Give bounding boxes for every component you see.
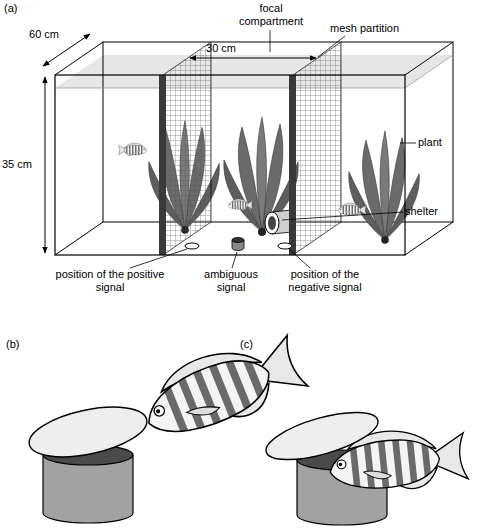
fish-drawing — [228, 199, 253, 210]
tank-edge — [405, 42, 453, 75]
lid-disc — [261, 403, 382, 470]
tank-edge — [405, 222, 453, 255]
signal-label: position of the positive signal — [55, 268, 165, 293]
plant-drawing — [349, 131, 420, 244]
fish-drawing — [118, 143, 147, 156]
dimension-label: 30 cm — [196, 42, 246, 55]
part-label: plant — [418, 136, 473, 149]
part-label: shelter — [405, 205, 475, 218]
dimension-label: 35 cm — [2, 158, 42, 171]
dimension-arrow — [190, 58, 316, 59]
dimension-label: 60 cm — [24, 28, 64, 41]
water-line — [55, 55, 453, 88]
shelter-tube — [265, 210, 292, 234]
leader-line — [130, 30, 416, 268]
lid-disc — [25, 398, 152, 466]
part-label: mesh partition — [330, 22, 430, 35]
mesh-partition — [159, 42, 211, 255]
panel-letter: (c) — [240, 338, 270, 351]
dimension-arrow — [45, 77, 46, 253]
signal-cup — [232, 238, 244, 251]
tank-edge — [55, 222, 103, 255]
tank-front — [55, 75, 405, 255]
aquarium-tank — [55, 42, 453, 255]
signal-label: ambiguous signal — [195, 268, 267, 293]
part-label: focal compartment — [235, 2, 307, 27]
fish-drawing — [338, 203, 367, 216]
water-surface — [55, 55, 453, 88]
tank-edge — [55, 42, 103, 75]
mesh-partition — [289, 42, 341, 255]
signal-label: position of the negative signal — [270, 268, 380, 293]
plant-drawing — [224, 117, 298, 236]
signal-disc — [185, 243, 199, 249]
panel-letter: (a) — [4, 2, 34, 15]
signal-disc — [278, 243, 292, 249]
panel-letter: (b) — [6, 338, 36, 351]
